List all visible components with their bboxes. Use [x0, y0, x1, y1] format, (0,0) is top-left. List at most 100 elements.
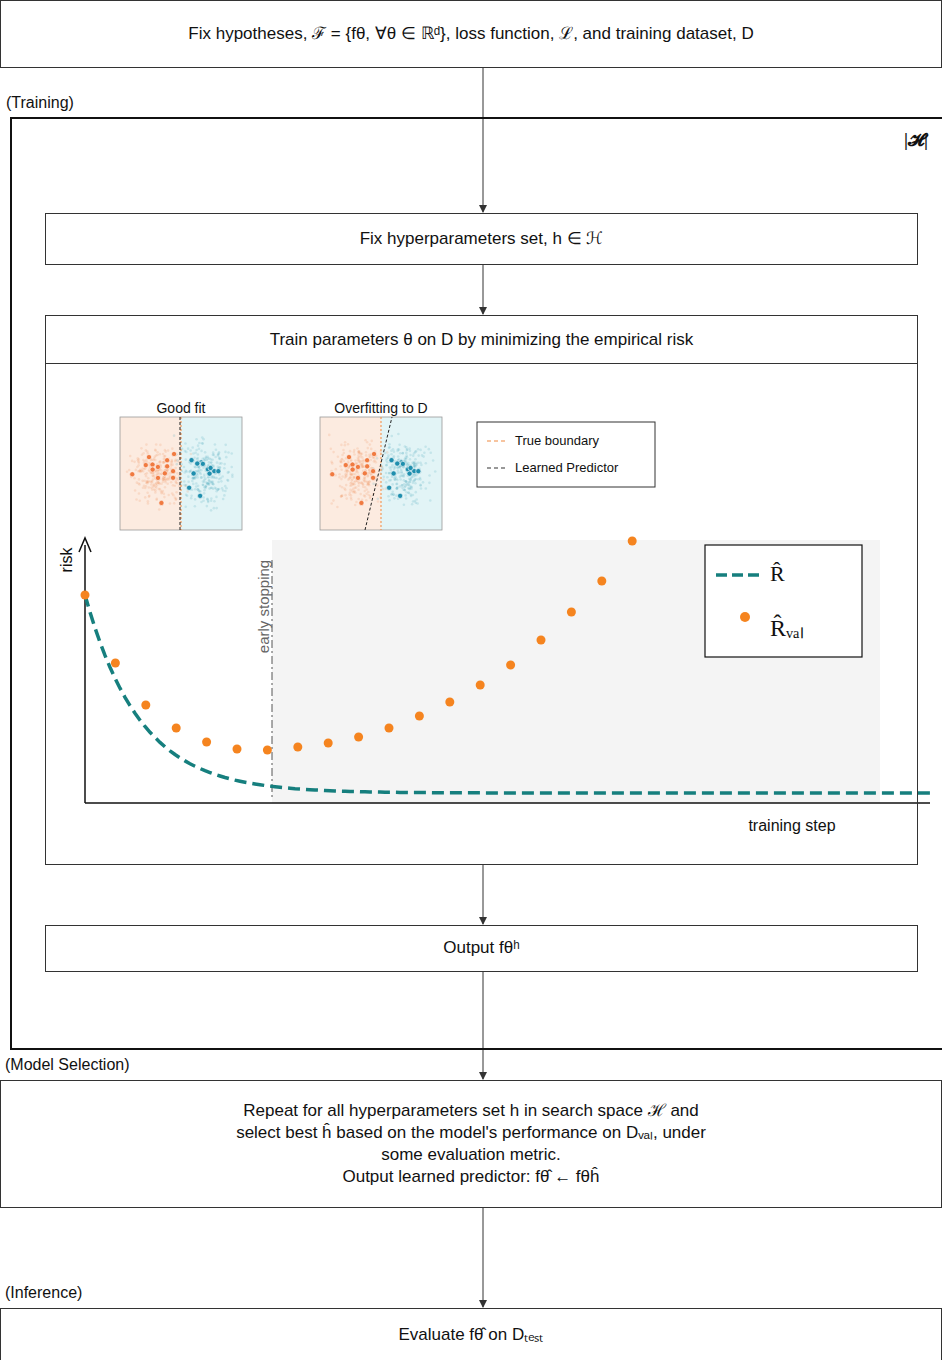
sample-cloud	[350, 459, 353, 462]
sample-cloud	[218, 467, 221, 470]
sample-cloud	[202, 483, 205, 486]
sample-cloud	[219, 458, 222, 461]
sample-cloud	[212, 464, 215, 467]
sample-cloud	[345, 469, 348, 472]
sample-cloud	[204, 485, 207, 488]
train-point	[387, 485, 392, 490]
set-size-label: |𝓗|	[904, 129, 928, 152]
sample-cloud	[356, 479, 359, 482]
sample-cloud	[406, 456, 409, 459]
sample-cloud	[158, 464, 161, 467]
box-title: Train parameters θ on D by minimizing th…	[46, 316, 917, 364]
sample-cloud	[390, 471, 393, 474]
sample-cloud	[217, 488, 220, 491]
sample-cloud	[365, 454, 368, 457]
sample-cloud	[422, 481, 425, 484]
sample-cloud	[353, 453, 356, 456]
sample-cloud	[153, 488, 156, 491]
sample-cloud	[148, 470, 151, 473]
sample-cloud	[141, 453, 144, 456]
sample-cloud	[143, 468, 146, 471]
sample-cloud	[164, 470, 167, 473]
sample-cloud	[356, 469, 359, 472]
sample-cloud	[399, 466, 402, 469]
sample-cloud	[217, 470, 220, 473]
sample-cloud	[409, 480, 412, 483]
sample-cloud	[350, 496, 353, 499]
sample-cloud	[395, 477, 398, 480]
sample-cloud	[400, 459, 403, 462]
sample-cloud	[345, 497, 348, 500]
region-fill	[181, 417, 242, 530]
train-point	[162, 471, 167, 476]
sample-cloud	[165, 479, 168, 482]
train-point	[412, 469, 417, 474]
sample-cloud	[154, 491, 157, 494]
sample-cloud	[207, 500, 210, 503]
train-point	[200, 461, 205, 466]
sample-cloud	[189, 470, 192, 473]
sample-cloud	[366, 475, 369, 478]
sample-cloud	[156, 473, 159, 476]
sample-cloud	[406, 481, 409, 484]
sample-cloud	[140, 470, 143, 473]
sample-cloud	[344, 473, 347, 476]
train-risk-curve	[85, 595, 930, 793]
sample-cloud	[348, 465, 351, 468]
sample-cloud	[201, 458, 204, 461]
sample-cloud	[397, 433, 400, 436]
sample-cloud	[403, 460, 406, 463]
sample-cloud	[198, 466, 201, 469]
sample-cloud	[350, 464, 353, 467]
sample-cloud	[424, 445, 427, 448]
train-point	[170, 475, 175, 480]
sample-cloud	[224, 485, 227, 488]
sample-cloud	[153, 474, 156, 477]
sample-cloud	[150, 467, 153, 470]
sample-cloud	[220, 462, 223, 465]
sample-cloud	[230, 466, 233, 469]
sample-cloud	[145, 485, 148, 488]
sample-cloud	[203, 457, 206, 460]
sample-cloud	[355, 501, 358, 504]
sample-cloud	[140, 469, 143, 472]
sample-cloud	[377, 500, 380, 503]
sample-cloud	[158, 467, 161, 470]
sample-cloud	[396, 487, 399, 490]
sample-cloud	[414, 500, 417, 503]
sample-cloud	[225, 487, 228, 490]
sample-cloud	[406, 448, 409, 451]
val-risk-point	[537, 636, 546, 645]
sample-cloud	[193, 459, 196, 462]
sample-cloud	[214, 456, 217, 459]
sample-cloud	[165, 469, 168, 472]
sample-cloud	[353, 491, 356, 494]
sample-cloud	[207, 473, 210, 476]
sample-cloud	[184, 458, 187, 461]
sample-cloud	[199, 497, 202, 500]
true-boundary	[181, 417, 182, 530]
sample-cloud	[199, 494, 202, 497]
sample-cloud	[146, 461, 149, 464]
train-point	[150, 462, 155, 467]
sample-cloud	[398, 465, 401, 468]
sample-cloud	[159, 490, 162, 493]
sample-cloud	[168, 478, 171, 481]
sample-cloud	[206, 472, 209, 475]
sample-cloud	[382, 488, 385, 491]
legend-sample	[716, 573, 760, 577]
sample-cloud	[410, 486, 413, 489]
sample-cloud	[341, 454, 344, 457]
sample-cloud	[167, 478, 170, 481]
sample-cloud	[355, 468, 358, 471]
sample-cloud	[401, 487, 404, 490]
sample-cloud	[204, 459, 207, 462]
sample-cloud	[207, 469, 210, 472]
sample-cloud	[211, 475, 214, 478]
sample-cloud	[165, 473, 168, 476]
sample-cloud	[368, 484, 371, 487]
sample-cloud	[154, 477, 157, 480]
sample-cloud	[342, 449, 345, 452]
sample-cloud	[405, 452, 408, 455]
sample-cloud	[194, 498, 197, 501]
